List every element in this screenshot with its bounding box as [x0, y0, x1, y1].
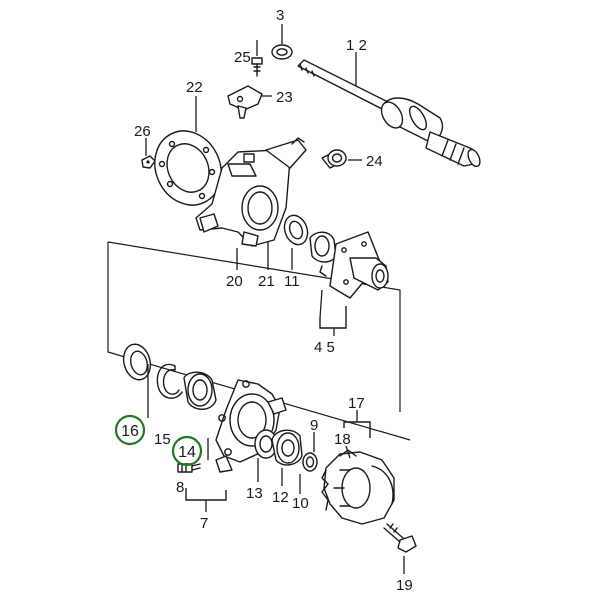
assembly-boundary — [107, 241, 411, 441]
highlight-ring-16[interactable] — [114, 414, 146, 446]
part-bearing-14[interactable] — [183, 371, 217, 410]
callout-9: 9 — [310, 417, 318, 434]
part-spacer-13[interactable] — [254, 429, 278, 459]
callout-4-5: 4 5 — [314, 339, 335, 356]
part-dust-cover-22[interactable] — [143, 120, 233, 216]
callout-1-2: 1 2 — [346, 37, 367, 54]
callout-16: 16 — [121, 423, 139, 440]
callout-12: 12 — [272, 489, 289, 506]
callout-26: 26 — [134, 123, 151, 140]
part-circlip-15[interactable] — [156, 363, 183, 399]
part-bolt-19[interactable] — [383, 523, 417, 553]
part-seal-11[interactable] — [281, 212, 312, 248]
callout-15: 15 — [154, 431, 171, 448]
part-bracket-23[interactable] — [227, 85, 263, 119]
part-bearing-12[interactable] — [271, 429, 303, 466]
leader-lines — [145, 24, 405, 574]
part-seal-16[interactable] — [120, 341, 154, 383]
callout-25: 25 — [234, 49, 251, 66]
callout-22: 22 — [186, 79, 203, 96]
part-bolt-26[interactable] — [141, 155, 156, 169]
part-locking-hub[interactable] — [321, 449, 395, 525]
callout-labels: 1 2 3 25 23 22 26 24 20 21 11 4 5 15 8 7… — [134, 7, 413, 594]
callout-10: 10 — [292, 495, 309, 512]
callout-24: 24 — [366, 153, 383, 170]
callout-13: 13 — [246, 485, 263, 502]
callout-17: 17 — [348, 395, 365, 412]
part-spindle[interactable] — [309, 231, 389, 299]
callout-19: 19 — [396, 577, 413, 594]
callout-18: 18 — [334, 431, 351, 448]
callout-11: 11 — [284, 273, 300, 290]
part-washer-3[interactable] — [271, 44, 293, 60]
callout-20: 20 — [226, 273, 243, 290]
part-steering-knuckle[interactable] — [195, 137, 307, 247]
callout-14: 14 — [178, 444, 196, 461]
callout-8: 8 — [176, 479, 184, 496]
highlighted-callouts: 16 14 — [114, 414, 203, 467]
part-washer-10[interactable] — [302, 452, 318, 472]
part-bolt-25[interactable] — [251, 57, 263, 77]
part-bearing-24[interactable] — [321, 149, 347, 169]
part-drive-shaft[interactable] — [297, 59, 482, 168]
callout-7: 7 — [200, 515, 208, 532]
highlight-ring-14[interactable] — [171, 435, 203, 467]
callout-3: 3 — [276, 7, 284, 24]
callout-23: 23 — [276, 89, 293, 106]
callout-21: 21 — [258, 273, 275, 290]
